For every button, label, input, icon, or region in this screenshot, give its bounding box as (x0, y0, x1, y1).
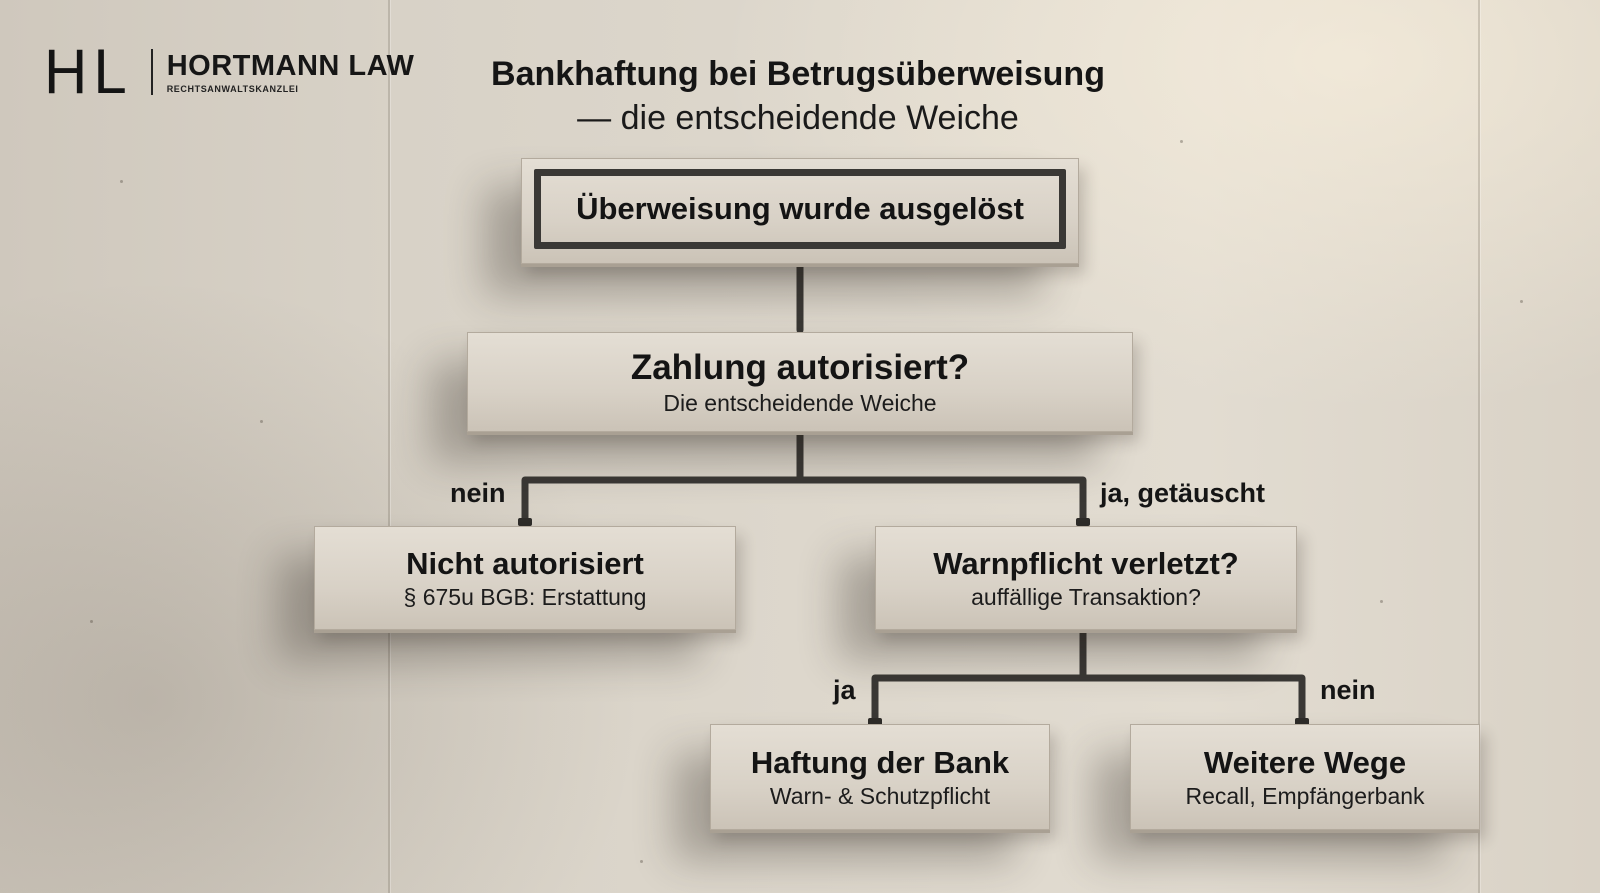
node-decision-sub: Die entscheidende Weiche (663, 390, 937, 416)
logo-name: HORTMANN LAW (166, 49, 415, 82)
node-warning-duty: Warnpflicht verletzt? auffällige Transak… (875, 526, 1297, 630)
logo-text: HORTMANN LAW RECHTSANWALTSKANZLEI (167, 51, 415, 94)
firm-logo: HL HORTMANN LAW RECHTSANWALTSKANZLEI (44, 36, 415, 107)
title-main: Bankhaftung bei Betrugsüberweisung (491, 55, 1105, 93)
connector-warning-no (1079, 674, 1306, 726)
node-bank-liability-sub: Warn- & Schutzpflicht (769, 783, 991, 809)
wall-speck (1380, 600, 1383, 603)
branch-label-yes-deceived: ja, getäuscht (1100, 478, 1266, 508)
wall-speck (120, 180, 123, 183)
wall-speck (260, 420, 263, 423)
node-not-authorized-sub: § 675u BGB: Erstattung (403, 584, 647, 610)
pipe-joint (518, 518, 532, 526)
logo-divider (150, 49, 153, 95)
node-other-ways: Weitere Wege Recall, Empfängerbank (1130, 724, 1480, 830)
node-decision-title: Zahlung autorisiert? (630, 348, 970, 387)
node-warning-duty-sub: auffällige Transaktion? (971, 584, 1201, 610)
node-start-frame: Überweisung wurde ausgelöst (534, 169, 1066, 249)
node-decision: Zahlung autorisiert? Die entscheidende W… (467, 332, 1133, 432)
pipe-joint (1076, 518, 1090, 526)
logo-subtitle: RECHTSANWALTSKANZLEI (166, 83, 299, 94)
connector-decision-yes (796, 476, 1087, 526)
node-other-ways-title: Weitere Wege (1203, 745, 1407, 780)
wall-seam (388, 0, 390, 893)
node-warning-duty-title: Warnpflicht verletzt? (933, 546, 1239, 581)
branch-label-yes: ja (833, 675, 856, 705)
connector-warning-yes (871, 628, 1087, 726)
wall-speck (1520, 300, 1523, 303)
wall-speck (1180, 140, 1183, 143)
title-sub: — die entscheidende Weiche (577, 99, 1019, 137)
node-start-title: Überweisung wurde ausgelöst (576, 191, 1024, 226)
logo-mark: HL (44, 36, 133, 107)
node-not-authorized-title: Nicht autorisiert (406, 546, 644, 581)
page-title: Bankhaftung bei Betrugsüberweisung — die… (380, 52, 1216, 140)
node-not-authorized: Nicht autorisiert § 675u BGB: Erstattung (314, 526, 736, 630)
node-start: Überweisung wurde ausgelöst (521, 158, 1079, 264)
wall-seam (1478, 0, 1480, 893)
branch-label-no-2: nein (1320, 675, 1376, 705)
node-other-ways-sub: Recall, Empfängerbank (1185, 783, 1425, 809)
wall-speck (640, 860, 643, 863)
node-bank-liability: Haftung der Bank Warn- & Schutzpflicht (710, 724, 1050, 830)
branch-label-no: nein (450, 478, 506, 508)
wall-speck (90, 620, 93, 623)
node-bank-liability-title: Haftung der Bank (750, 745, 1010, 780)
connector-decision-no (521, 430, 804, 526)
